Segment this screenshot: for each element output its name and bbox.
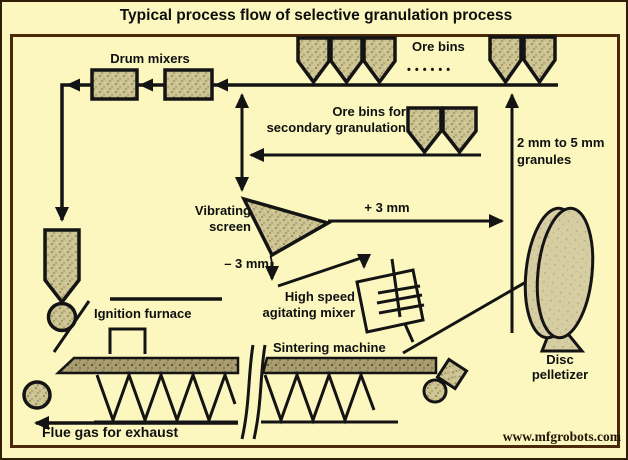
agitating-mixer-icon bbox=[355, 258, 425, 343]
drum-mixers-label: Drum mixers bbox=[110, 51, 190, 66]
vibrating-screen-icon bbox=[240, 196, 333, 258]
disc-pelletizer-icon bbox=[523, 206, 595, 353]
disc-pelletizer-label: Disc pelletizer bbox=[531, 352, 589, 382]
secondary-ore-bins-icon bbox=[406, 106, 478, 155]
minus3mm-arrow bbox=[265, 255, 279, 281]
page-title: Typical process flow of selective granul… bbox=[119, 7, 513, 24]
flue-gas-label: Flue gas for exhaust bbox=[42, 424, 179, 440]
watermark: www.mfgrobots.com bbox=[502, 429, 621, 444]
vibrating-screen-label: Vibrating screen bbox=[194, 203, 251, 234]
flow-arrowheads bbox=[66, 78, 228, 92]
minus3mm-label: – 3 mm bbox=[224, 256, 269, 271]
ore-bins-ellipsis: •••••• bbox=[407, 64, 455, 76]
feed-chute-line bbox=[52, 300, 91, 353]
ore-bins-label: Ore bins bbox=[412, 39, 465, 54]
ore-bins-icon bbox=[296, 36, 397, 85]
ignition-furnace-icon bbox=[108, 297, 222, 354]
main-line-to-hopper bbox=[55, 83, 558, 222]
ignition-furnace-label: Ignition furnace bbox=[94, 306, 192, 321]
sintering-machine-icon bbox=[22, 344, 469, 440]
diagram-frame bbox=[10, 34, 620, 448]
agitating-mixer-label: High speed agitating mixer bbox=[262, 289, 355, 320]
feed-hopper-icon bbox=[43, 228, 81, 333]
line-to-mixer bbox=[277, 254, 371, 288]
secondary-bins-label: Ore bins for secondary granulation bbox=[266, 104, 406, 135]
ore-bins-right-icon bbox=[488, 35, 557, 86]
sintering-machine-label: Sintering machine bbox=[273, 340, 386, 355]
granules-label: 2 mm to 5 mm granules bbox=[517, 135, 605, 167]
drum-mixers-icon bbox=[90, 68, 214, 101]
plus3mm-label: + 3 mm bbox=[364, 200, 410, 215]
